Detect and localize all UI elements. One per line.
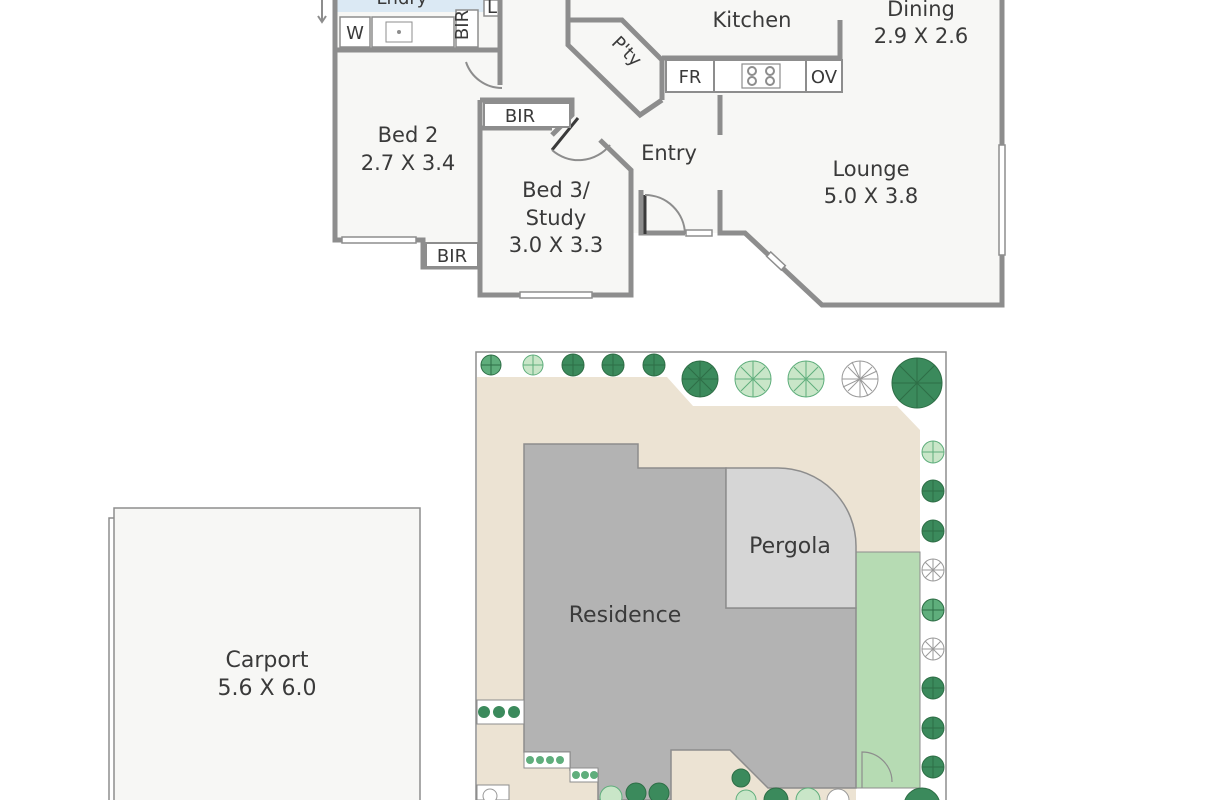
room-labels: Kitchen Dining 2.9 X 2.6 Bed 2 2.7 X 3.4…: [361, 0, 969, 257]
tree-icon: [921, 558, 945, 582]
bed3-bir-label: BIR: [505, 106, 535, 127]
bed3-size: 3.0 X 3.3: [509, 233, 604, 257]
residence-label: Residence: [569, 603, 681, 628]
carport: Carport 5.6 X 6.0: [108, 507, 421, 800]
oven: [805, 59, 843, 93]
tree-icon: [921, 479, 945, 503]
laundry-bir: [455, 9, 479, 48]
sink-basin: [385, 21, 413, 43]
laundry-bir-label: BIR: [452, 10, 473, 40]
shrub-icon: [478, 706, 520, 718]
carport-label: Carport: [226, 648, 309, 673]
entry-door-swing: [644, 194, 686, 235]
lounge-label: Lounge: [832, 157, 909, 181]
tree-icon: [921, 716, 945, 740]
tree-icon: [921, 440, 945, 464]
tree-icon: [625, 782, 647, 800]
washer-label: W: [346, 23, 364, 44]
entry-label: Entry: [641, 141, 697, 165]
cooktop-icon: [741, 63, 781, 89]
bed3-bir: [483, 102, 571, 128]
tree-icon: [921, 519, 945, 543]
bed3-label-line2: Study: [526, 206, 587, 230]
tree-icon: [891, 357, 943, 409]
dining-size: 2.9 X 2.6: [874, 24, 969, 48]
shrub-icon: [572, 771, 598, 779]
pergola-label: Pergola: [749, 534, 831, 559]
tree-icon: [787, 360, 825, 398]
fridge: [665, 59, 715, 93]
trees: [478, 353, 945, 800]
pergola: [725, 467, 857, 609]
oven-label: OV: [811, 67, 838, 88]
windows: [341, 144, 1006, 299]
lawn: [855, 551, 921, 789]
bed2-door-swing: [465, 61, 503, 89]
dining-label: Dining: [887, 0, 955, 21]
bed3-door-swing: [551, 144, 611, 162]
carport-size: 5.6 X 6.0: [217, 676, 316, 701]
tree-icon: [763, 787, 789, 800]
tree-icon: [642, 353, 666, 377]
floor-plan: Lndry W BIR L: [317, 0, 1006, 308]
fridge-label: FR: [679, 67, 702, 88]
shrub-icon: [526, 756, 564, 764]
linen-label: L: [487, 0, 497, 18]
built-in-robes: BIR BIR: [425, 102, 571, 268]
bed2-size: 2.7 X 3.4: [361, 151, 456, 175]
kitchen-appliances: FR OV P'ty: [607, 32, 843, 93]
doors: [465, 61, 686, 235]
bed2-bir: [425, 242, 479, 268]
tree-icon: [480, 354, 502, 376]
tree-icon: [795, 787, 821, 800]
bed2-bir-label: BIR: [437, 246, 467, 267]
laundry-label: Lndry: [377, 0, 428, 9]
arrow-down-icon: [317, 15, 327, 24]
shrub-icon: [482, 788, 498, 800]
laundry-trough: [371, 16, 455, 48]
site-plan: Carport 5.6 X 6.0 Residence Pergola: [108, 351, 947, 800]
tree-icon: [826, 788, 850, 800]
tree-icon: [735, 789, 757, 800]
tree-icon: [731, 768, 751, 788]
tree-icon: [599, 785, 623, 800]
tree-icon: [921, 637, 945, 661]
tree-icon: [681, 360, 719, 398]
laundry-room: Lndry W BIR L: [317, 0, 501, 48]
tree-icon: [921, 598, 945, 622]
cooktop-bench: [713, 59, 807, 93]
tree-icon: [921, 676, 945, 700]
tree-icon: [522, 354, 544, 376]
tree-icon: [921, 755, 945, 779]
kitchen-label: Kitchen: [713, 8, 792, 32]
tree-icon: [561, 353, 585, 377]
tree-icon: [734, 360, 772, 398]
lounge-size: 5.0 X 3.8: [824, 184, 919, 208]
tree-icon: [904, 787, 940, 800]
tree-icon: [601, 353, 625, 377]
washer: [339, 16, 371, 48]
side-gate: [861, 751, 893, 788]
tree-icon: [841, 360, 879, 398]
tree-icon: [648, 782, 670, 800]
drain-icon: [397, 30, 401, 34]
bed3-label-line1: Bed 3/: [522, 178, 591, 202]
bed2-label: Bed 2: [378, 123, 439, 147]
